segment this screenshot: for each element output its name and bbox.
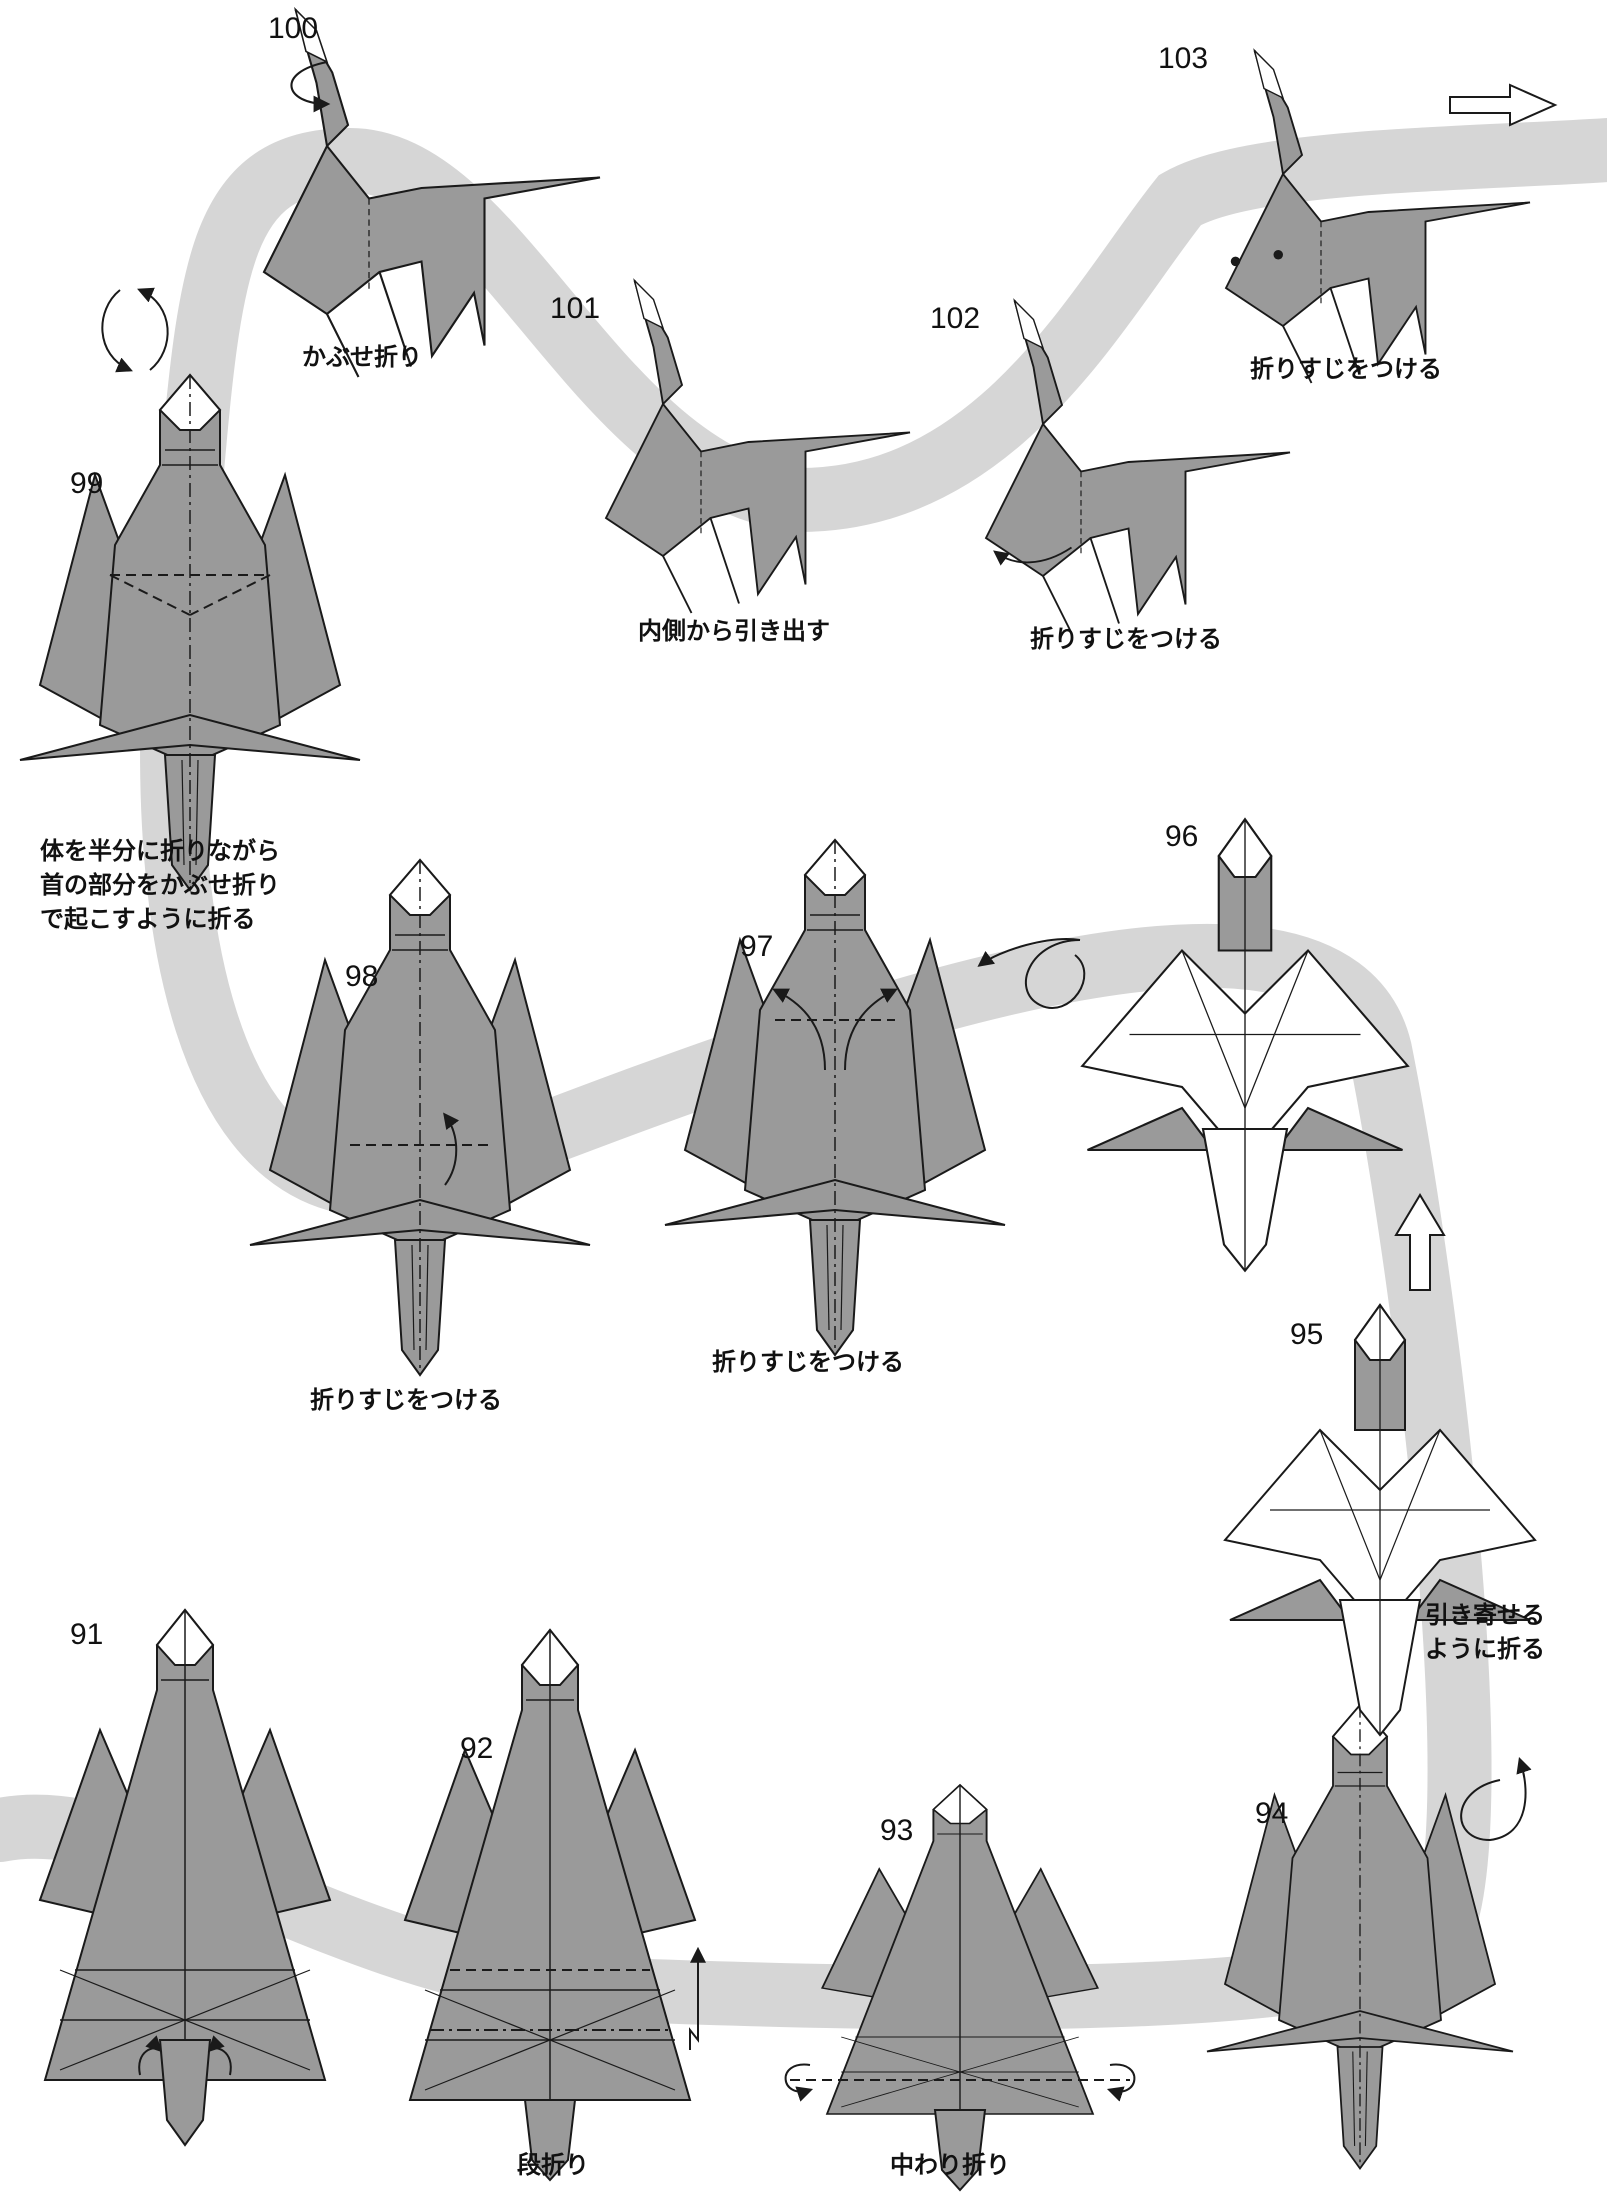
step-number-97: 97: [740, 930, 774, 963]
up-arrow-icon: [1394, 1193, 1446, 1291]
rotate-icon: [137, 287, 169, 371]
fold-arrow-icon: [290, 60, 331, 113]
step-number-92: 92: [460, 1732, 494, 1765]
step-103-caption: 折りすじをつける: [1250, 355, 1442, 383]
step-number-101: 101: [550, 292, 601, 325]
step-number-96: 96: [1165, 820, 1199, 853]
step-98-caption: 折りすじをつける: [310, 1386, 502, 1414]
step-number-98: 98: [345, 960, 379, 993]
step-93-figure: [784, 1784, 1136, 2192]
fold-arrow-icon: [138, 2035, 163, 2076]
fold-arrow-icon: [207, 2035, 232, 2076]
step-102-caption: 折りすじをつける: [1030, 625, 1222, 653]
next-arrow-icon: [1449, 83, 1558, 127]
step-103-figure: [1225, 49, 1531, 384]
step-97-figure: [664, 839, 1006, 1356]
step-number-94: 94: [1255, 1797, 1289, 1830]
step-number-95: 95: [1290, 1318, 1324, 1351]
fold-arrow-icon: [844, 988, 898, 1071]
fold-arrow-icon: [784, 2063, 814, 2102]
step-93-caption: 中わり折り: [890, 2151, 1010, 2179]
step-number-100: 100: [268, 12, 319, 45]
step-98-figure: [249, 859, 591, 1376]
step-number-99: 99: [70, 467, 104, 500]
step-92-figure: [404, 1629, 706, 2182]
step-91-figure: [39, 1609, 331, 2147]
turn-over-icon: [1460, 1756, 1532, 1842]
step-number-93: 93: [880, 1814, 914, 1847]
step-99-figure: [19, 374, 361, 891]
step-number-103: 103: [1158, 42, 1209, 75]
step-95-caption: 引き寄せるように折る: [1425, 1601, 1545, 1663]
step-97-caption: 折りすじをつける: [712, 1348, 904, 1376]
fold-arrow-icon: [1106, 2063, 1136, 2102]
step-96-figure: [1081, 818, 1409, 1272]
step-number-102: 102: [930, 302, 981, 335]
step-101-caption: 内側から引き出す: [638, 617, 830, 645]
rotate-icon: [977, 938, 1081, 967]
step-99-caption: 体を半分に折りながら首の部分をかぶせ折りで起こすように折る: [40, 837, 280, 933]
step-92-caption: 段折り: [517, 2151, 589, 2179]
fold-arrow-icon: [689, 1946, 706, 2050]
step-number-91: 91: [70, 1618, 104, 1651]
rotate-icon: [1024, 939, 1086, 1009]
step-102-figure: [985, 299, 1291, 634]
fold-arrow-icon: [993, 546, 1073, 566]
fold-arrow-icon: [772, 988, 826, 1071]
step-101-figure: [605, 279, 911, 614]
step-100-caption: かぶせ折り: [302, 343, 422, 371]
fold-arrow-icon: [443, 1112, 460, 1186]
step-100-figure: [262, 8, 602, 379]
rotate-icon: [101, 289, 133, 373]
